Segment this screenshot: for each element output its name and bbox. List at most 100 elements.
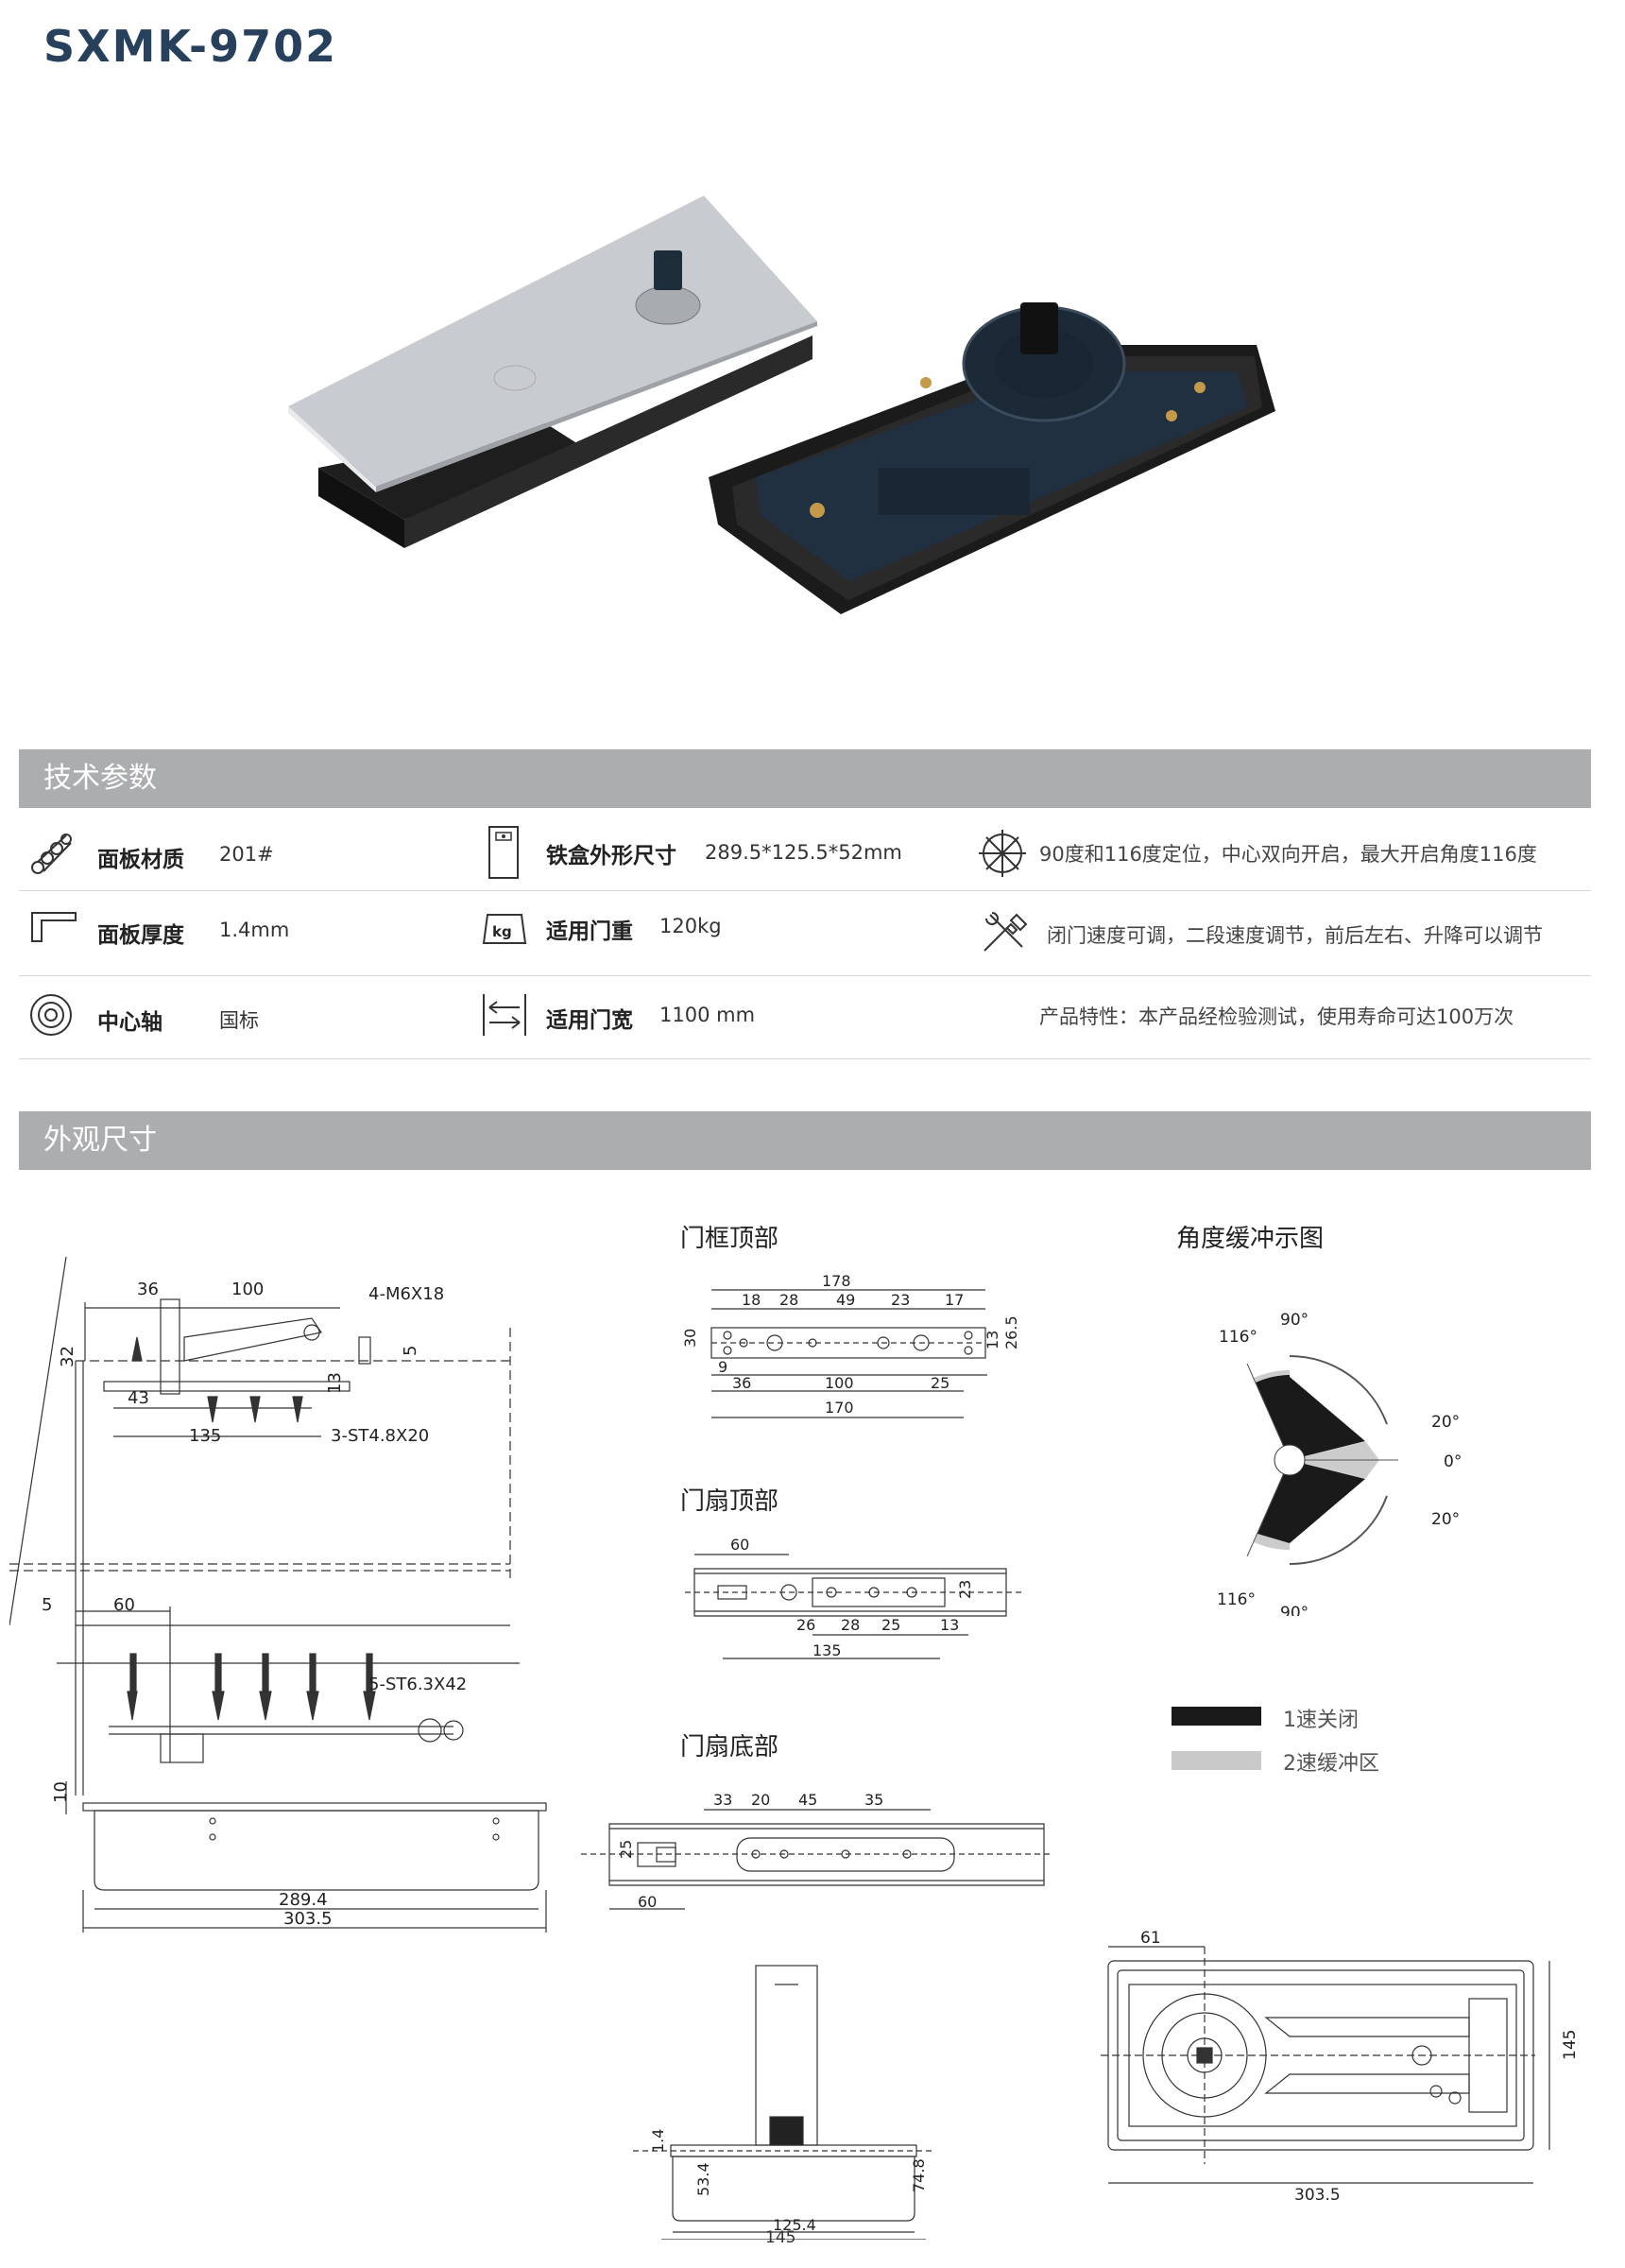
- spec-label: 适用门宽: [546, 1008, 633, 1033]
- feature-text: 产品特性：本产品经检验测试，使用寿命可达100万次: [1039, 1005, 1514, 1028]
- side-installation-drawing: 36 100 4-M6X18 32 5 13 43 135 3-ST4.8X20…: [9, 1257, 547, 1933]
- dim-label: 26.5: [1002, 1315, 1020, 1349]
- tools-icon: [984, 912, 1028, 952]
- dim-label: 49: [836, 1291, 855, 1309]
- dim-label: 45: [798, 1791, 817, 1809]
- angle-diagram: 116° 90° 20° 0° 20° 116° 90°: [1217, 1311, 1462, 1616]
- specs-section-header: 技术参数: [19, 749, 1591, 808]
- frame-top-title: 门框顶部: [680, 1225, 779, 1253]
- dim-label: 289.4: [279, 1890, 328, 1910]
- divider: [19, 890, 1591, 891]
- dim-label: 36: [137, 1280, 159, 1299]
- leaf-top-drawing: 60 23 26 28 25 13 135: [685, 1536, 1025, 1659]
- dim-label: 9: [718, 1358, 727, 1376]
- spec-value: 1.4mm: [219, 919, 290, 941]
- angle-label: 116°: [1217, 1590, 1256, 1609]
- angle-label: 90°: [1280, 1311, 1309, 1330]
- feature-text: 90度和116度定位，中心双向开启，最大开启角度116度: [1039, 843, 1537, 866]
- legend-swatch-2: [1172, 1751, 1261, 1770]
- spec-label: 面板厚度: [97, 923, 184, 948]
- dim-label: 3-ST4.8X20: [331, 1426, 429, 1446]
- dim-label: 303.5: [1294, 2186, 1341, 2205]
- dim-label: 30: [681, 1329, 699, 1348]
- dim-label: 20: [751, 1791, 770, 1809]
- dim-label: 28: [779, 1291, 798, 1309]
- dim-label: 60: [113, 1595, 135, 1615]
- spec-label: 面板材质: [97, 848, 184, 872]
- spec-value: 120kg: [659, 915, 722, 937]
- angle-label: 20°: [1431, 1510, 1460, 1529]
- dim-label: 5: [42, 1595, 52, 1615]
- dim-label: 28: [841, 1616, 860, 1634]
- dimensions-section-header: 外观尺寸: [19, 1111, 1591, 1170]
- leaf-bottom-title: 门扇底部: [680, 1733, 779, 1761]
- dim-label: 135: [812, 1641, 842, 1659]
- compass-icon: [979, 830, 1026, 877]
- spec-value: 1100 mm: [659, 1004, 756, 1026]
- product-photo: [288, 196, 1275, 614]
- dim-label: 32: [58, 1346, 77, 1367]
- spec-value: 289.5*125.5*52mm: [705, 841, 902, 864]
- dim-label: 60: [730, 1536, 749, 1554]
- product-model-title: SXMK-9702: [43, 21, 338, 72]
- spec-label: 适用门重: [546, 919, 633, 944]
- svg-text:kg: kg: [492, 923, 512, 940]
- dim-label: 25: [931, 1374, 949, 1392]
- legend-label: 2速缓冲区: [1283, 1752, 1379, 1776]
- open-floor-spring-image: [709, 302, 1275, 614]
- dim-label: 100: [825, 1374, 854, 1392]
- dim-label: 100: [231, 1280, 264, 1299]
- angle-label: 20°: [1431, 1413, 1460, 1432]
- feature-text: 闭门速度可调，二段速度调节，前后左右、升降可以调节: [1047, 924, 1543, 947]
- leaf-bottom-drawing: 33 20 45 35 25 60: [581, 1791, 1053, 1911]
- spec-value: 国标: [219, 1009, 259, 1032]
- dim-label: 1.4: [649, 2129, 667, 2153]
- dim-label: 60: [638, 1893, 657, 1911]
- dim-label: 33: [713, 1791, 732, 1809]
- dim-label: 13: [940, 1616, 959, 1634]
- divider: [19, 1058, 1591, 1059]
- dim-label: 5: [401, 1346, 420, 1356]
- dim-label: 145: [1561, 2030, 1580, 2060]
- frame-top-drawing: 178 18 28 49 23 17 30 13 26.5 9 36 100 2…: [681, 1272, 1020, 1418]
- dim-label: 43: [128, 1388, 149, 1408]
- divider: [19, 975, 1591, 976]
- bars-icon: [31, 833, 72, 874]
- dim-label: 135: [189, 1426, 221, 1446]
- dim-label: 4-M6X18: [368, 1284, 444, 1304]
- dim-label: 145: [765, 2228, 796, 2247]
- dim-label: 13: [325, 1372, 345, 1394]
- weight-icon: kg: [482, 914, 527, 944]
- spec-label: 铁盒外形尺寸: [546, 844, 676, 868]
- dim-label: 17: [945, 1291, 964, 1309]
- dim-label: 170: [825, 1399, 854, 1417]
- dim-label: 53.4: [694, 2162, 712, 2196]
- leaf-top-title: 门扇顶部: [680, 1487, 779, 1516]
- plan-view-drawing: 61 145 303.5: [1101, 1929, 1580, 2205]
- dim-label: 10: [51, 1781, 71, 1803]
- dim-label: 23: [956, 1580, 974, 1599]
- angle-label: 116°: [1219, 1328, 1257, 1347]
- dim-label: 303.5: [283, 1909, 333, 1929]
- concentric-circle-icon: [30, 994, 72, 1036]
- spec-value: 201#: [219, 843, 274, 866]
- angle-diagram-title: 角度缓冲示图: [1176, 1225, 1325, 1253]
- plate-thickness-icon: [31, 912, 77, 942]
- dim-label: 13: [984, 1331, 1001, 1349]
- angle-label: 90°: [1280, 1604, 1309, 1616]
- legend-label: 1速关闭: [1283, 1709, 1359, 1732]
- dim-label: 178: [822, 1272, 851, 1290]
- spec-label: 中心轴: [97, 1010, 162, 1035]
- dim-label: 25: [617, 1840, 635, 1859]
- dim-label: 26: [796, 1616, 815, 1634]
- box-icon: [488, 826, 519, 879]
- dim-label: 125.4: [773, 2216, 816, 2234]
- dim-label: 36: [732, 1374, 751, 1392]
- front-elevation-drawing: 1.4 53.4 74.8 125.4: [633, 1965, 935, 2240]
- legend-swatch-1: [1172, 1707, 1261, 1726]
- dim-label: 61: [1140, 1929, 1161, 1948]
- dim-label: 18: [742, 1291, 761, 1309]
- angle-label: 0°: [1444, 1452, 1462, 1471]
- dim-label: 74.8: [910, 2158, 928, 2192]
- dim-label: 35: [864, 1791, 883, 1809]
